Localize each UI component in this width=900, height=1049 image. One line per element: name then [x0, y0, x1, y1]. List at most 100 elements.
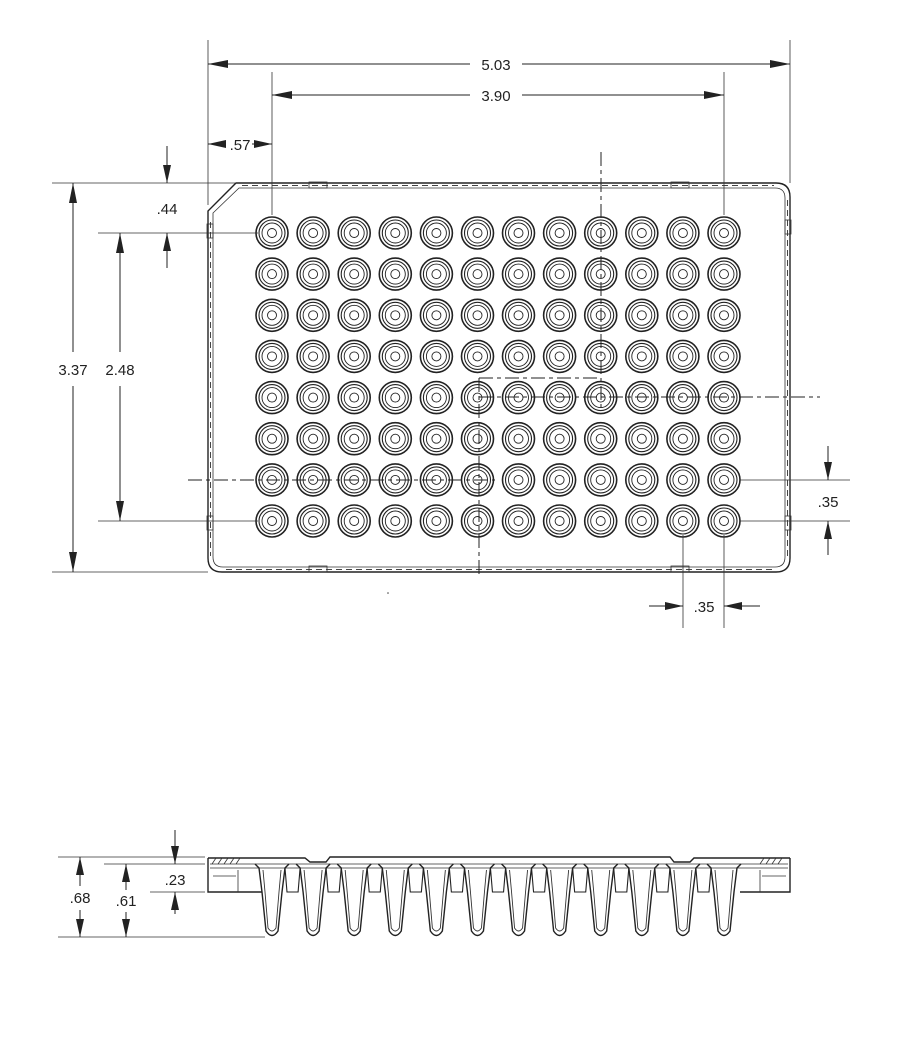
notch-tab	[206, 515, 214, 531]
dimension-label-row-pitch: .35	[818, 494, 839, 511]
side-tube	[665, 863, 701, 937]
side-web	[695, 867, 712, 893]
well	[707, 504, 741, 538]
well	[542, 504, 577, 538]
dimension-side-well-depth: .61	[116, 864, 137, 937]
well	[583, 463, 618, 497]
well	[460, 298, 495, 333]
well	[501, 257, 536, 291]
well	[624, 504, 659, 538]
well	[419, 339, 454, 374]
dimension-side-overall-height: .68	[70, 857, 90, 937]
dimension-label-side-well-depth: .61	[116, 893, 137, 910]
well	[296, 380, 330, 415]
well	[501, 463, 536, 497]
well	[255, 421, 289, 456]
notch-tab	[670, 565, 690, 573]
dimension-edge-to-first-row: .44	[157, 146, 177, 268]
side-tube	[501, 863, 537, 937]
well	[542, 339, 577, 374]
well	[501, 339, 536, 374]
well	[542, 298, 577, 333]
side-web	[366, 867, 383, 893]
well	[624, 216, 659, 250]
well	[378, 421, 413, 456]
well	[583, 421, 618, 456]
dimension-col-pitch: .35	[649, 599, 760, 616]
well	[337, 504, 372, 538]
notch-tab	[784, 219, 792, 235]
well	[624, 421, 659, 456]
well	[666, 421, 700, 456]
side-tube	[336, 863, 372, 937]
notch-tab	[308, 181, 328, 189]
notch-tab	[670, 181, 690, 189]
side-web	[613, 867, 630, 893]
well	[542, 257, 577, 291]
well	[666, 257, 700, 291]
side-tube	[583, 863, 619, 937]
dimension-label-overall-width: 5.03	[481, 57, 510, 74]
side-web	[284, 867, 301, 893]
dimension-label-well-span-x: 3.90	[481, 88, 510, 105]
well	[255, 257, 289, 291]
dimension-row-pitch: .35	[818, 446, 839, 555]
well	[666, 504, 700, 538]
dimension-overall-width: 5.03	[208, 57, 790, 74]
well	[337, 216, 372, 250]
well	[624, 463, 659, 497]
side-tube	[542, 863, 578, 937]
side-tubes	[254, 863, 742, 937]
well	[296, 421, 330, 456]
well	[707, 298, 741, 333]
well	[460, 216, 495, 250]
well	[707, 421, 741, 456]
well	[666, 216, 700, 250]
well	[707, 257, 741, 291]
well	[583, 504, 618, 538]
well	[624, 380, 659, 415]
stray-dot	[387, 592, 389, 594]
well	[255, 339, 289, 374]
side-web	[572, 867, 589, 893]
well	[666, 339, 700, 374]
well	[460, 380, 495, 415]
side-tube	[295, 863, 331, 937]
well	[707, 380, 741, 415]
side-right-skirt	[740, 858, 791, 893]
well	[501, 504, 536, 538]
dimension-label-edge-to-first-col: .57	[230, 137, 251, 154]
dimension-well-span-y: 2.48	[105, 233, 135, 521]
dimension-well-span-x: 3.90	[272, 88, 724, 105]
well	[419, 504, 454, 538]
side-view: .68 .61 .23	[58, 830, 791, 938]
well	[296, 298, 330, 333]
well	[460, 339, 495, 374]
notch-tab	[784, 515, 792, 531]
well	[624, 298, 659, 333]
side-web	[530, 867, 548, 893]
dimension-side-skirt-height: .23	[165, 830, 185, 914]
well	[337, 380, 372, 415]
dimension-label-col-pitch: .35	[694, 599, 715, 616]
side-web	[407, 867, 424, 893]
plate-outline	[207, 182, 791, 573]
side-tube	[706, 863, 742, 937]
well	[419, 421, 454, 456]
well	[666, 380, 700, 415]
well	[337, 421, 372, 456]
well	[501, 421, 536, 456]
well	[666, 298, 700, 333]
dimension-overall-height: 3.37	[58, 183, 88, 572]
side-tube	[624, 863, 660, 937]
well	[501, 216, 536, 250]
well	[337, 257, 372, 291]
well	[378, 339, 413, 374]
well	[707, 216, 741, 250]
side-tube	[254, 863, 290, 937]
well	[707, 339, 741, 374]
side-top-profile	[208, 856, 790, 863]
notch-tab	[206, 223, 214, 239]
side-web	[325, 867, 342, 893]
